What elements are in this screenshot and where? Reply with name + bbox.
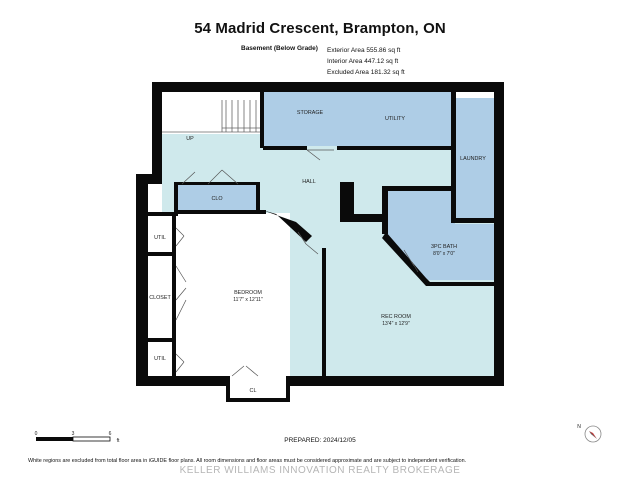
label-bath: 3PC BATH <box>431 244 457 250</box>
storage-utility-room <box>263 92 454 146</box>
stair-area <box>162 92 262 134</box>
excluded-area: Excluded Area 181.32 sq ft <box>327 69 405 76</box>
label-laundry: LAUNDRY <box>460 156 486 162</box>
clo-closet <box>178 184 258 212</box>
interior-area: Interior Area 447.12 sq ft <box>327 58 399 65</box>
watermark: KELLER WILLIAMS INNOVATION REALTY BROKER… <box>179 465 461 476</box>
label-rec-room: REC ROOM <box>381 314 411 320</box>
label-closet: CLOSET <box>149 295 171 301</box>
exterior-area: Exterior Area 555.86 sq ft <box>327 47 401 54</box>
label-hall: HALL <box>302 179 316 185</box>
scale-tick-1: 3 <box>72 431 75 437</box>
compass-icon: N <box>577 424 602 443</box>
dims-bath: 8'0" x 7'0" <box>433 251 455 257</box>
label-clo: CLO <box>211 196 222 202</box>
label-cl: CL <box>250 388 257 394</box>
level-label: Basement (Below Grade) <box>241 45 318 52</box>
scale-unit: ft <box>117 438 120 444</box>
prepared-date: PREPARED: 2024/12/05 <box>284 437 356 444</box>
laundry-room <box>456 98 494 222</box>
label-up: UP <box>186 136 194 142</box>
label-utility: UTILITY <box>385 116 405 122</box>
dims-rec-room: 13'4" x 12'9" <box>382 321 410 327</box>
label-util-top: UTIL <box>154 235 166 241</box>
disclaimer: White regions are excluded from total fl… <box>28 458 467 464</box>
page-title: 54 Madrid Crescent, Brampton, ON <box>194 20 446 37</box>
label-bedroom: BEDROOM <box>234 290 262 296</box>
bath-room <box>388 190 494 280</box>
scale-bar: 0 3 6 ft <box>35 431 120 444</box>
scale-tick-0: 0 <box>35 431 38 437</box>
dims-bedroom: 11'7" x 12'11" <box>233 297 263 303</box>
label-util-bottom: UTIL <box>154 356 166 362</box>
walls <box>136 82 504 402</box>
stairs <box>162 100 262 133</box>
interior-fill <box>162 92 494 376</box>
compass-north-label: N <box>577 424 581 430</box>
door-swings <box>175 149 419 377</box>
scale-tick-2: 6 <box>109 431 112 437</box>
area-summary: Exterior Area 555.86 sq ft Interior Area… <box>327 45 405 78</box>
label-storage: STORAGE <box>297 110 324 116</box>
